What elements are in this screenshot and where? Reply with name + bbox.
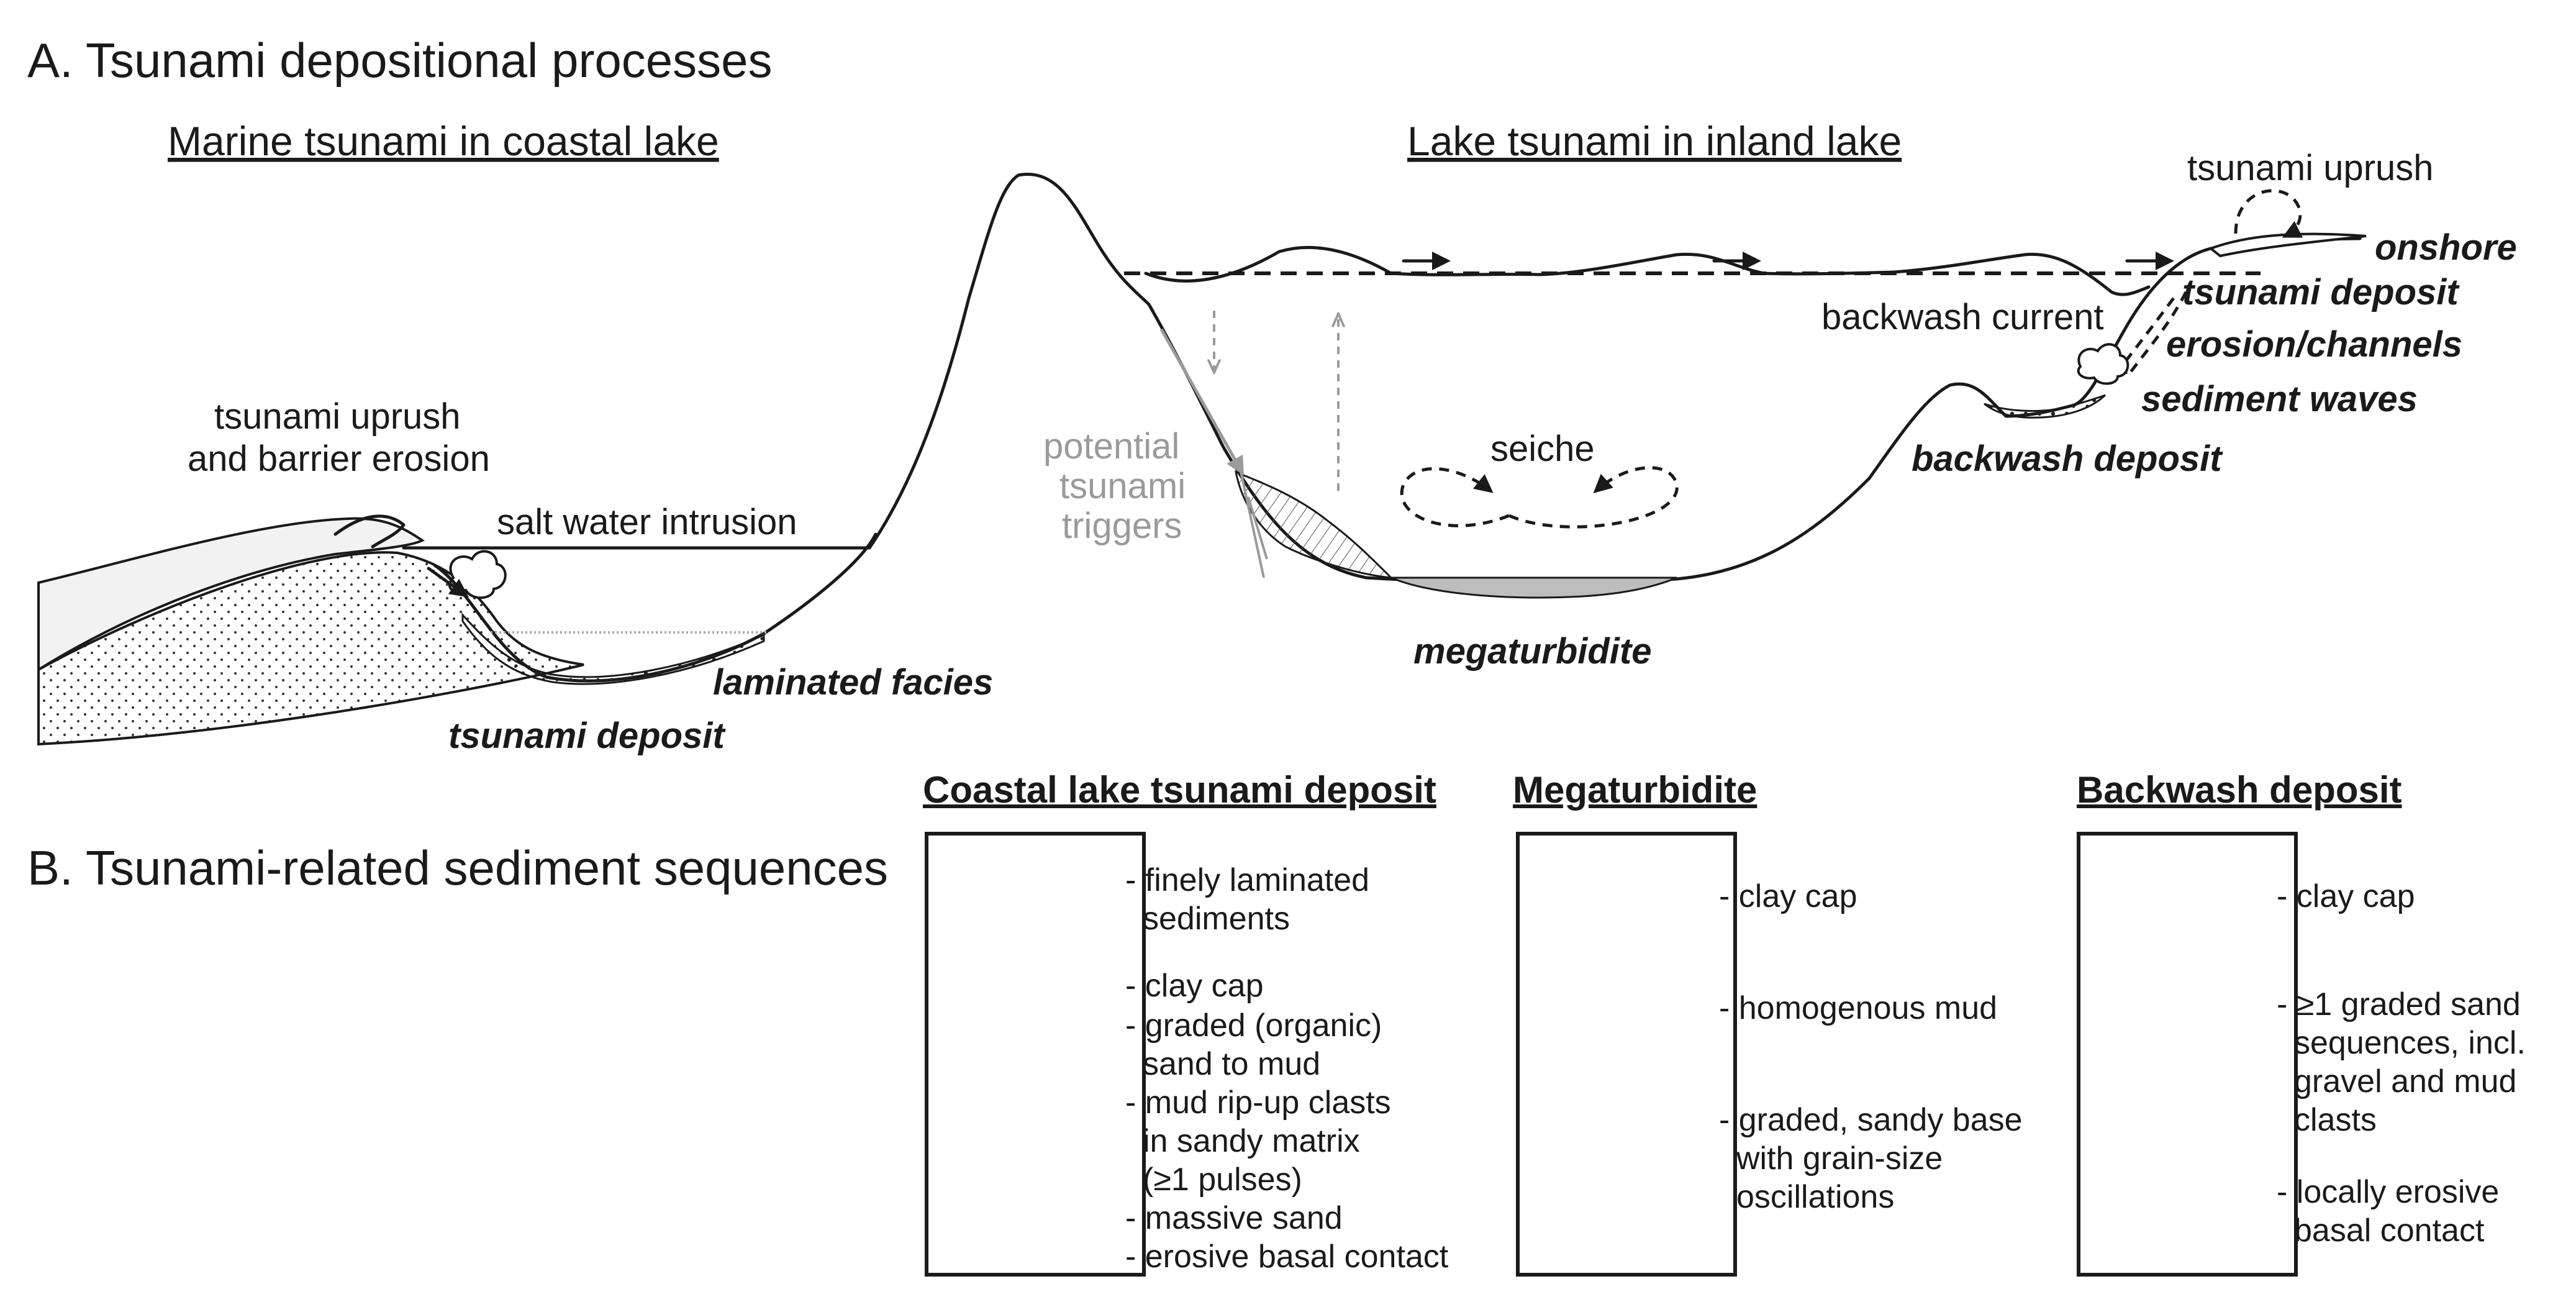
barrier-top-layer: [37, 517, 425, 672]
onshore-deposit: [2208, 232, 2367, 258]
label-triggers-1: potential: [1043, 426, 1179, 467]
seiche-loop: [1400, 467, 1510, 527]
col3-item: - locally erosive: [2277, 1174, 2499, 1210]
label-salt-water: salt water intrusion: [497, 502, 797, 542]
lake-tsunami-heading: Lake tsunami in inland lake: [1407, 118, 1902, 164]
eddy-backwash: [2077, 343, 2129, 385]
col2-descriptions: - clay cap - homogenous mud - graded, sa…: [1719, 878, 2023, 1215]
col1-item: - graded (organic): [1125, 1008, 1382, 1044]
col1-item: - massive sand: [1125, 1200, 1343, 1236]
col1-descriptions: - finely laminated sediments - clay cap …: [1125, 862, 1449, 1275]
col3-item: clasts: [2294, 1102, 2377, 1138]
col1-sediment-column: [925, 832, 1146, 1277]
col1-item: - finely laminated: [1125, 862, 1369, 898]
panel-b-title: B. Tsunami-related sediment sequences: [27, 840, 888, 895]
label-seiche: seiche: [1490, 429, 1595, 469]
lake-surface: [1144, 245, 2151, 296]
col2-heading: Megaturbidite: [1513, 769, 1757, 811]
col3-descriptions: - clay cap - ≥1 graded sand sequences, i…: [2277, 878, 2526, 1249]
fault-line-2: [1247, 496, 1268, 560]
label-backwash-deposit: backwash deposit: [1912, 439, 2223, 479]
label-triggers-3: triggers: [1062, 506, 1182, 546]
label-sediment-waves: sediment waves: [2141, 379, 2418, 419]
label-tsunami-uprush: tsunami uprush: [2187, 148, 2434, 188]
col1-item: in sandy matrix: [1143, 1123, 1360, 1159]
col3-item: sequences, incl.: [2294, 1025, 2526, 1061]
label-laminated-facies: laminated facies: [713, 662, 993, 703]
backwash-arrow-2: [2129, 291, 2188, 374]
col1-heading: Coastal lake tsunami deposit: [923, 769, 1436, 811]
col2-sediment-column: [1516, 832, 1737, 1277]
backwash-deposit-body: [1984, 394, 2107, 419]
label-erosion-channels: erosion/channels: [2166, 324, 2462, 365]
label-onshore-1: onshore: [2375, 227, 2517, 268]
col3-item: basal contact: [2294, 1213, 2485, 1249]
col3-heading: Backwash deposit: [2077, 769, 2402, 811]
label-megaturbidite: megaturbidite: [1413, 631, 1652, 672]
col3-sediment-column: [2077, 832, 2298, 1277]
col1-item: - erosive basal contact: [1125, 1239, 1449, 1275]
col3-item: - ≥1 graded sand: [2277, 986, 2521, 1022]
col2-item: oscillations: [1736, 1179, 1894, 1215]
col1-item: sediments: [1143, 901, 1290, 937]
uprush-wave: [333, 514, 406, 549]
col1-item: - clay cap: [1125, 968, 1264, 1004]
megaturbidite-body: [1390, 576, 1677, 599]
trigger-arrow-slide: [1159, 328, 1244, 476]
col3-item: - clay cap: [2277, 878, 2415, 914]
col2-item: with grain-size: [1736, 1141, 1943, 1177]
mountain-profile: [868, 173, 1151, 550]
label-tsunami-deposit: tsunami deposit: [448, 716, 726, 756]
col1-item: sand to mud: [1143, 1046, 1320, 1082]
uprush-loop: [2234, 189, 2303, 238]
label-backwash-current: backwash current: [1821, 297, 2104, 337]
col2-item: - clay cap: [1719, 878, 1857, 914]
fault-line-1: [1238, 462, 1265, 578]
tsunami-deposit-layer: [461, 613, 765, 685]
col2-item: - graded, sandy base: [1719, 1102, 2023, 1138]
col3-item: gravel and mud: [2294, 1063, 2516, 1100]
slide-deposit: [1234, 470, 1394, 579]
col2-item: - homogenous mud: [1719, 990, 1997, 1026]
barrier-sand-body: [37, 551, 584, 746]
col1-item: (≥1 pulses): [1143, 1162, 1302, 1198]
label-uprush-barrier-2: and barrier erosion: [188, 439, 490, 479]
col1-item: - mud rip-up clasts: [1125, 1085, 1391, 1121]
marine-tsunami-heading: Marine tsunami in coastal lake: [168, 118, 719, 164]
label-onshore-2: tsunami deposit: [2182, 272, 2460, 312]
label-uprush-barrier-1: tsunami uprush: [214, 396, 461, 437]
label-triggers-2: tsunami: [1059, 466, 1186, 506]
seiche-loop-2: [1508, 466, 1679, 529]
panel-a-title: A. Tsunami depositional processes: [27, 33, 773, 88]
